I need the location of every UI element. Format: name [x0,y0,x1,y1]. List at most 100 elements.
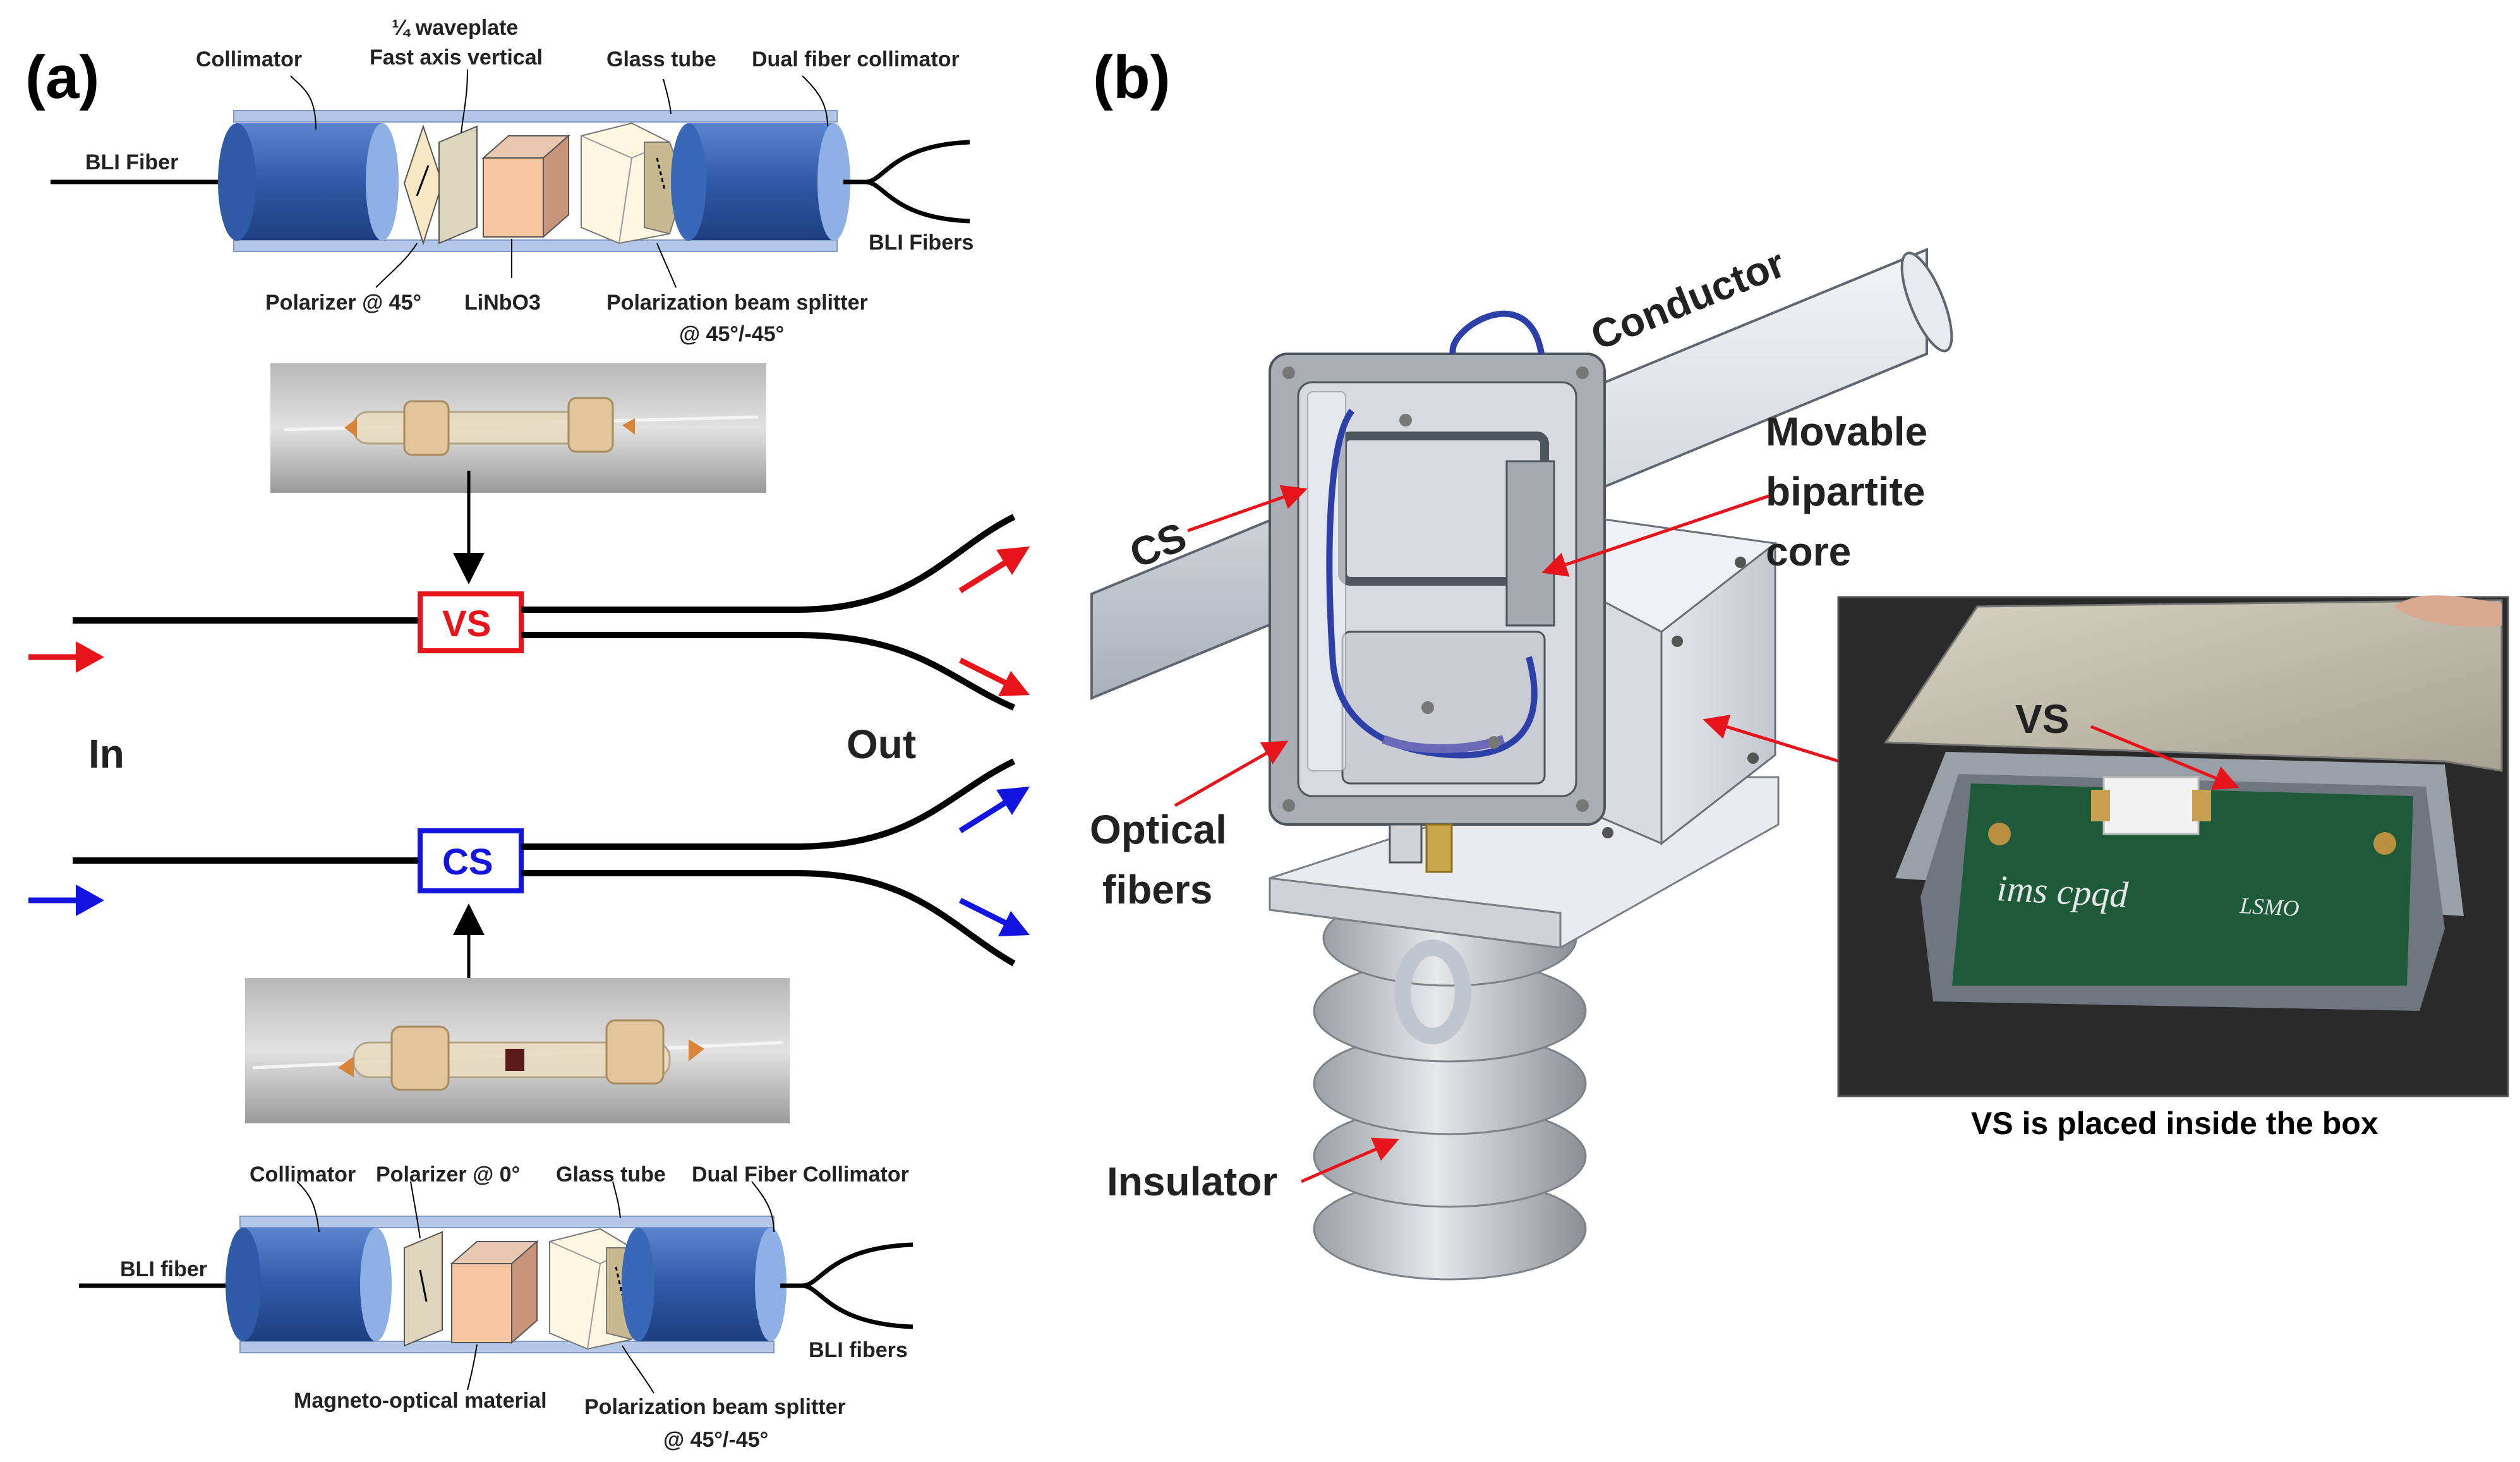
cs-bli-fibers-label: BLI fibers [809,1338,908,1362]
core-label-1: Movable [1766,409,1927,454]
collimator-left-back [218,123,256,241]
pbs-edge-3 [618,157,632,244]
right-arrow-icon [958,787,1030,833]
cs-leader-collimator [296,1181,320,1233]
cs-leader-glass-tube [612,1181,621,1219]
quarter-waveplate [438,125,478,245]
panel-a-label: (a) [25,44,99,111]
cs-pbs-edge-3 [587,1263,601,1350]
cs-leader-pbs [622,1345,654,1394]
core-label-3: core [1766,529,1851,574]
vs-polarizer-label: Polarizer @ 45° [265,291,421,315]
inset-vs-label: VS [2015,696,2069,742]
cs-box-label: CS [442,842,493,883]
cs-bli-fiber-label: BLI fiber [120,1257,207,1281]
cs-pbs-edge-1 [549,1241,601,1264]
vs-sensor-diagram: Collimator ¼ waveplate Fast axis vertica… [51,16,974,346]
insulator-label: Insulator [1107,1159,1277,1204]
bli-fibers-output [843,140,970,224]
linbo3-side [543,134,569,239]
core-label-2: bipartite [1766,469,1925,514]
cs-leader-dual-collimator [751,1181,775,1233]
pbs-axis [656,157,666,190]
fibers-pointer [1174,740,1289,807]
cs-dual-collimator-label: Dual Fiber Collimator [692,1163,909,1187]
pcb-logo: ims cpqd [1996,867,2130,915]
right-arrow-icon [958,657,1030,696]
cs-dual-collimator-face [755,1228,787,1341]
cs-pbs-label-1: Polarization beam splitter [584,1395,846,1419]
cs-output-fibers [521,758,1016,967]
cs-pbs-label-2: @ 45°/-45° [663,1428,768,1452]
cs-bli-fibers-output [780,1242,913,1329]
leader-pbs [656,243,677,288]
cs-dual-collimator-back [622,1228,654,1341]
cs-leader-mo [467,1344,478,1391]
dual-collimator-face [817,123,850,241]
inset-caption: VS is placed inside the box [1971,1106,2378,1141]
vs-pbs-label-2: @ 45°/-45° [679,322,784,346]
in-label: In [88,731,124,776]
vs-waveplate-label-2: Fast axis vertical [370,45,543,69]
right-arrow-icon [958,547,1030,593]
out-label: Out [847,722,916,767]
cs-collimator-label: Collimator [250,1163,356,1187]
cs-glass-tube-label: Glass tube [556,1163,666,1187]
polarizer-axis [416,165,430,196]
leader-polarizer [375,243,418,288]
cs-photo [245,978,790,1123]
vs-waveplate-label-1: ¼ waveplate [392,16,518,40]
polarizer-45 [403,124,443,246]
cs-pbs-axis [615,1266,624,1296]
fibers-label-1: Optical [1090,807,1227,852]
cs-collimator-left-face [360,1228,392,1341]
aluminium-lid [1884,599,2503,772]
leader-glass-tube [663,78,672,114]
core-pointer [1541,494,1769,577]
bipartite-core [1269,310,1606,873]
vs-box [418,591,524,653]
cs-collimator-left-back [226,1228,261,1341]
linbo3-front [483,157,544,238]
dual-collimator-back [671,123,706,241]
vs-linbo3-label: LiNbO3 [464,291,541,315]
cs-dual-collimator [638,1228,771,1341]
fingers [2394,595,2502,627]
panel-b-label: (b) [1093,44,1171,111]
cs-glass-tube-top [239,1216,775,1228]
leader-collimator [290,75,317,130]
collimator-left [237,123,382,240]
vs-output-fibers [521,514,1016,711]
vs-pbs-label-1: Polarization beam splitter [606,291,868,315]
magneto-optical-material [451,1263,512,1343]
cs-box [418,828,524,893]
vs-photo [270,363,766,493]
vs-bli-fibers-label: BLI Fibers [869,231,974,255]
pbs-edge-1 [581,135,632,159]
glass-tube-top [233,110,838,123]
polarizer-0-axis [419,1269,428,1302]
right-arrow-icon [28,641,104,673]
dual-collimator [689,123,834,240]
pcb-logo-2: LSMO [2239,893,2300,921]
cs-collimator-left [243,1228,376,1341]
cs-pointer [1187,485,1308,533]
mo-side [511,1240,538,1344]
base-plate-front [1269,877,1562,949]
glass-tube-bottom [233,239,838,252]
cs-sensor-diagram: Collimator Polarizer @ 0° Glass tube Dua… [79,1163,913,1452]
right-arrow-icon [958,897,1030,936]
insulator-pointer [1301,1137,1399,1183]
fibers-label-2: fibers [1102,867,1212,912]
lifting-eye [1394,939,1471,1044]
vs-collimator-label: Collimator [196,47,302,71]
vs-bli-fiber-label: BLI Fiber [85,150,178,174]
sensor-network-schematic: VS CS In Out [28,514,1030,967]
collimator-left-face [366,123,399,241]
leader-waveplate [461,69,468,133]
right-arrow-icon [28,885,104,916]
leader-dual-collimator [802,75,828,127]
cs-mo-label: Magneto-optical material [294,1389,547,1413]
inset-vs-pointer [2090,725,2240,790]
